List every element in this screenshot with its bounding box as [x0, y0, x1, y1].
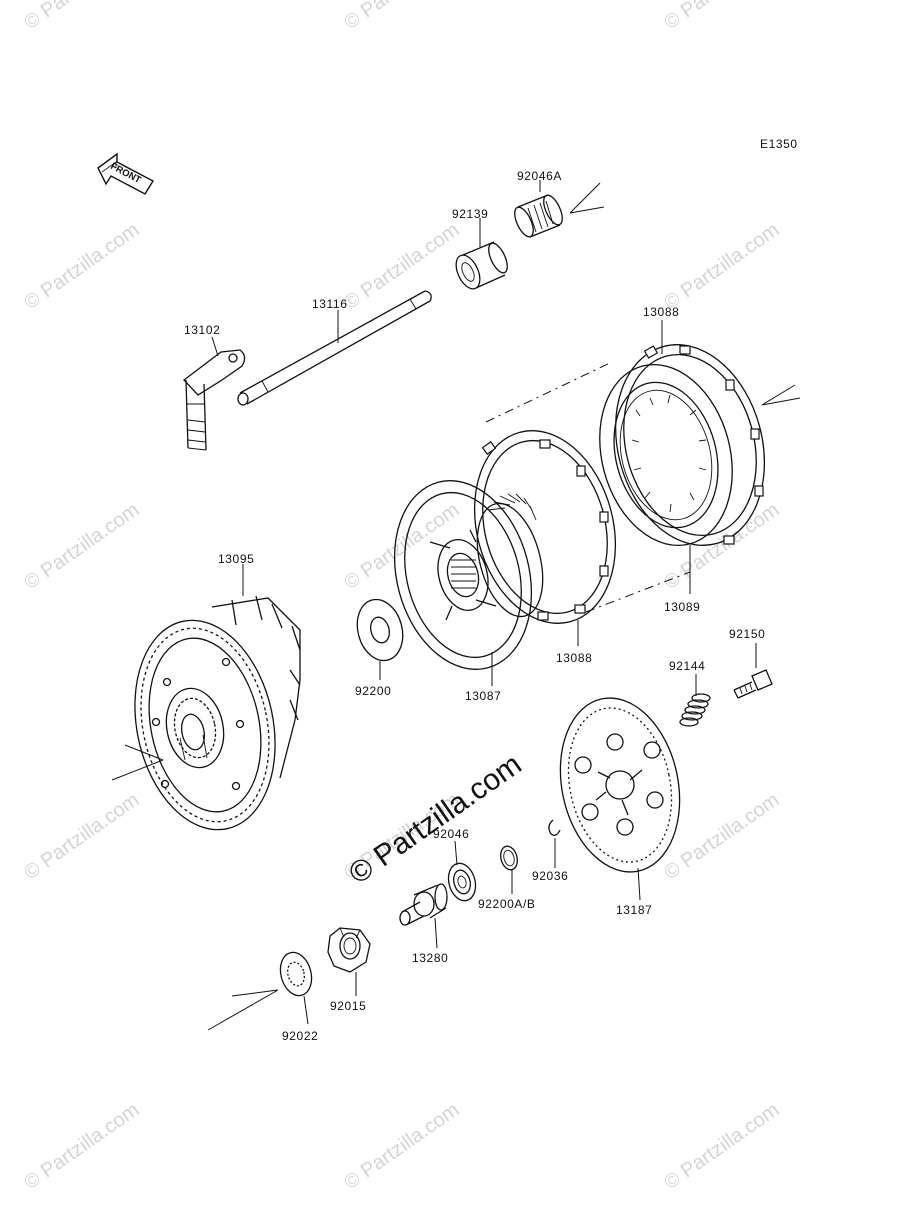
axis-arrow	[111, 744, 164, 781]
friction-plate-13088-outer	[614, 344, 766, 546]
part-label: 92144	[669, 659, 705, 673]
washer-92200	[356, 598, 404, 662]
pusher-13280	[399, 883, 448, 926]
washer-92200ab	[500, 845, 518, 871]
release-lever-13102	[183, 349, 246, 451]
diagram-code: E1350	[760, 137, 798, 151]
needle-bearing-92046a	[514, 194, 563, 238]
part-label: 13087	[465, 689, 501, 703]
part-label: 13116	[312, 297, 347, 311]
watermark: © Partzilla.com	[340, 1099, 463, 1194]
steel-plate-13089	[599, 363, 733, 547]
alignment-line	[485, 361, 613, 423]
watermark: © Partzilla.com	[340, 219, 463, 314]
part-label: 92200A/B	[478, 897, 536, 911]
watermark: © Partzilla.com	[660, 0, 783, 34]
part-label: 13102	[184, 323, 220, 337]
watermark: © Partzilla.com	[20, 219, 143, 314]
alignment-line	[585, 571, 691, 613]
collar-92139	[455, 241, 508, 290]
part-label: 13089	[664, 600, 700, 614]
part-label: 13187	[616, 903, 652, 917]
circlip-92036	[548, 819, 561, 836]
watermark: © Partzilla.com	[660, 789, 783, 884]
bearing-92046	[447, 862, 477, 902]
push-rod-13116	[237, 290, 432, 406]
bolt-92150	[733, 669, 773, 699]
watermark: © Partzilla.com	[20, 1099, 143, 1194]
watermark: © Partzilla.com	[20, 789, 143, 884]
pressure-plate-13187	[559, 697, 681, 873]
center-watermark: © Partzilla.com	[343, 748, 528, 891]
part-label: 92200	[355, 684, 391, 698]
watermark: © Partzilla.com	[660, 499, 783, 594]
spring-92144	[679, 693, 711, 727]
part-label: 92015	[330, 999, 366, 1013]
part-label: 92036	[532, 869, 568, 883]
watermark: © Partzilla.com	[660, 1099, 783, 1194]
watermark: © Partzilla.com	[20, 499, 143, 594]
clutch-housing-13095	[134, 595, 301, 831]
clutch-hub-13087	[393, 480, 544, 670]
nut-92015	[327, 927, 371, 973]
part-label: 92046A	[517, 169, 562, 183]
part-label: 92022	[282, 1029, 318, 1043]
watermark: © Partzilla.com	[340, 0, 463, 34]
watermark: © Partzilla.com	[660, 219, 783, 314]
part-label: 92046	[433, 827, 469, 841]
axis-arrow	[761, 384, 801, 406]
friction-plate-13088-inner	[473, 430, 617, 624]
part-label: 13088	[556, 651, 592, 665]
part-label: 13095	[218, 552, 254, 566]
part-label: 13280	[412, 951, 448, 965]
front-arrow-icon: FRONT	[97, 152, 154, 195]
axis-arrow	[207, 989, 279, 1031]
lock-washer-92022	[279, 951, 313, 997]
part-label: 13088	[643, 305, 679, 319]
axis-arrow	[569, 182, 605, 214]
part-label: 92139	[452, 207, 488, 221]
watermark: © Partzilla.com	[20, 0, 143, 34]
part-label: 92150	[729, 627, 765, 641]
